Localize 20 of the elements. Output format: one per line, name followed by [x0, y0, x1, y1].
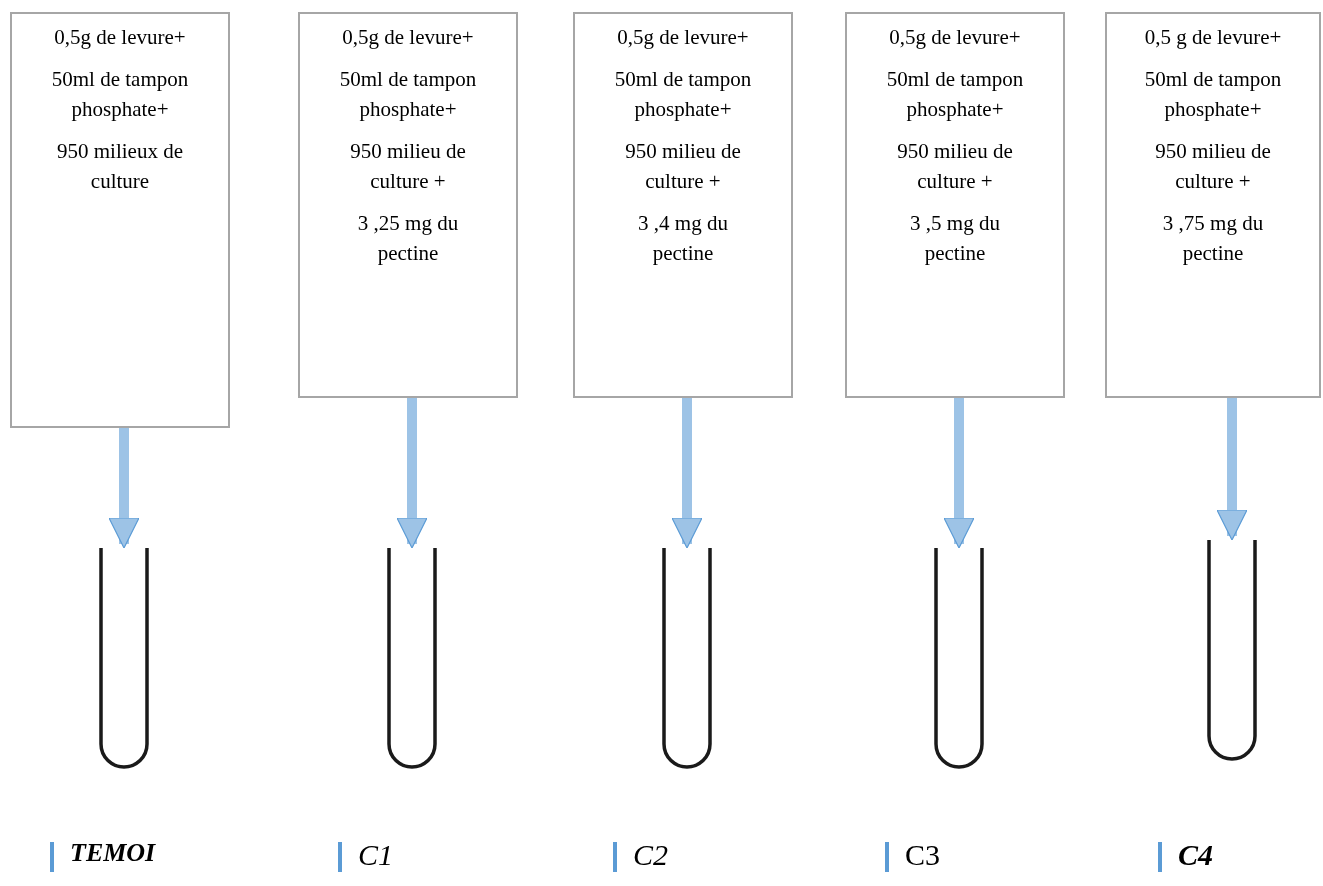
tube-label: C1 — [358, 838, 393, 872]
ingredient-box: 0,5 g de levure+ 50ml de tampon phosphate+ 950 milieu de culture + 3 ,75 mg du pectine — [1105, 12, 1321, 398]
arrow — [671, 398, 703, 549]
ingredient-box: 0,5g de levure+ 50ml de tampon phosphate+ 950 milieu de culture + 3 ,25 mg du pectine — [298, 12, 518, 398]
tube-label: TEMOI — [70, 838, 156, 868]
ingredient-box: 0,5g de levure+ 50ml de tampon phosphate+ 950 milieu de culture + 3 ,4 mg du pectine — [573, 12, 793, 398]
arrow — [396, 398, 428, 549]
test-tube-icon — [661, 548, 713, 770]
ingredient-box: 0,5g de levure+ 50ml de tampon phosphate+ 950 milieu de culture + 3 ,5 mg du pectine — [845, 12, 1065, 398]
tube-label: C3 — [905, 838, 940, 872]
arrow — [108, 428, 140, 549]
tube-label: C4 — [1178, 838, 1213, 872]
arrow — [943, 398, 975, 549]
test-tube-icon — [933, 548, 985, 770]
test-tube-icon — [1206, 540, 1258, 762]
arrow — [1216, 398, 1248, 541]
ingredient-box: 0,5g de levure+ 50ml de tampon phosphate+ 950 milieux de culture — [10, 12, 230, 428]
test-tube-icon — [98, 548, 150, 770]
test-tube-icon — [386, 548, 438, 770]
tube-label: C2 — [633, 838, 668, 872]
